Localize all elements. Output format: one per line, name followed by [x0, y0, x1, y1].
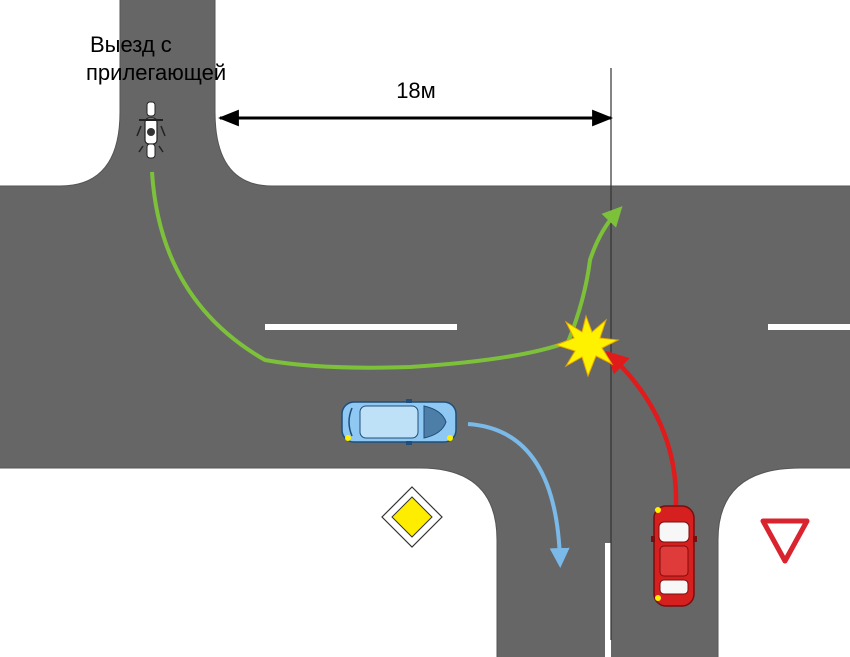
yield-sign	[760, 518, 810, 564]
priority-road-sign	[381, 486, 443, 548]
motorcycle-path-green	[150, 171, 623, 370]
motorcycle	[136, 101, 166, 159]
red-car-path	[605, 350, 679, 506]
side-exit-caption: Выезд с прилегающей	[86, 32, 226, 85]
distance-measurement: 18м	[217, 68, 614, 640]
center-line-dash	[768, 324, 850, 330]
side-exit-line2: прилегающей	[86, 60, 226, 85]
blue-car-path	[467, 422, 570, 568]
distance-label: 18м	[396, 78, 436, 103]
side-road-top	[60, 0, 272, 186]
collision-burst	[554, 314, 620, 378]
road-edge	[0, 467, 850, 657]
lane-markings	[265, 324, 850, 657]
side-exit-line1: Выезд с	[90, 32, 172, 57]
road-edge	[0, 0, 850, 187]
red-car	[651, 505, 697, 607]
center-line-dash	[265, 324, 457, 330]
blue-car	[341, 399, 457, 445]
bottom-road-center-line	[605, 543, 611, 657]
